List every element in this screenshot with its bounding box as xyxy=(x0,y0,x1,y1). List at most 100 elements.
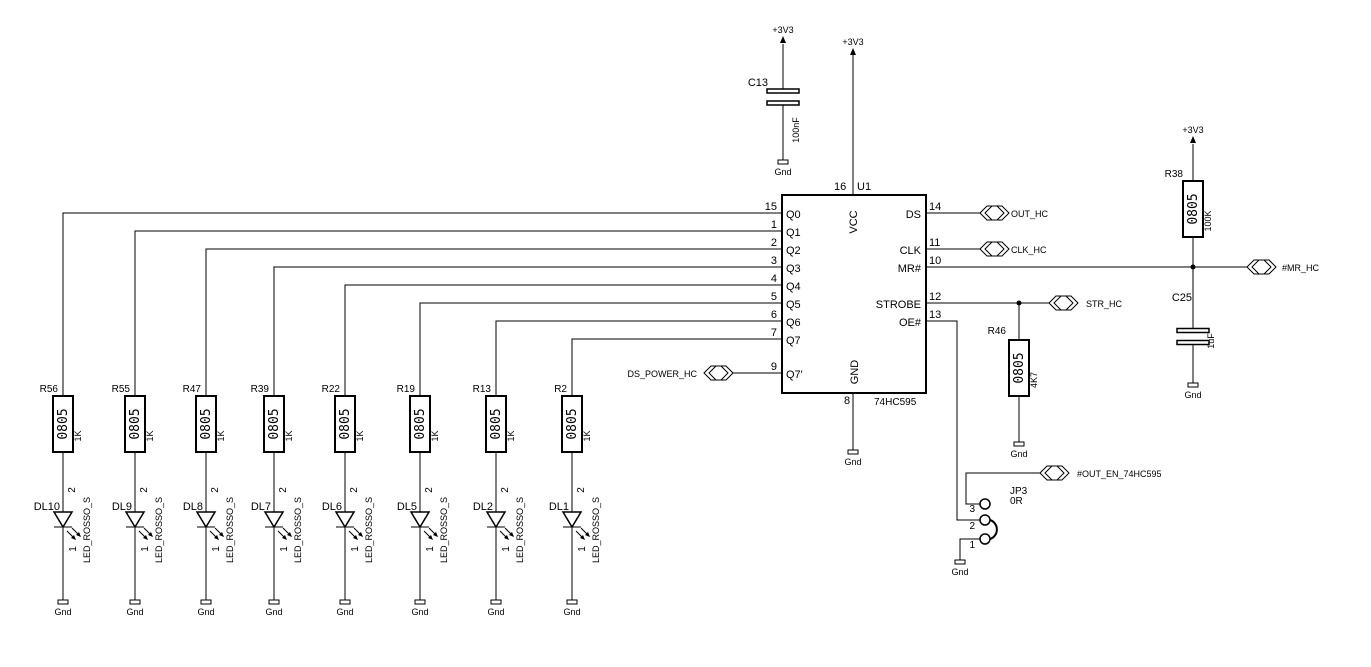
ic-pin-number: 10 xyxy=(929,255,941,267)
led-anode-pin: 2 xyxy=(278,487,289,493)
r38-ref: R38 xyxy=(1165,169,1184,180)
ic-ref: U1 xyxy=(857,181,871,193)
jumper-pin-number: 2 xyxy=(969,521,975,532)
resistor-value: 1K xyxy=(506,430,516,441)
channel-wire xyxy=(134,230,762,396)
led-part-name: LED_ROSSO_S xyxy=(82,497,92,563)
resistor-package: 0805 xyxy=(338,408,353,439)
ground-symbol xyxy=(414,599,426,605)
resistor-package: 0805 xyxy=(56,408,71,439)
led-arrowhead xyxy=(148,532,153,537)
supply-label: +3V3 xyxy=(772,25,793,35)
net-label-str-hc: STR_HC xyxy=(1086,299,1123,309)
ic-gnd-pin: 8 xyxy=(844,395,850,407)
jp3-ref: JP3 xyxy=(1010,486,1028,497)
led-anode-pin: 2 xyxy=(139,487,150,493)
channel-resistor-body xyxy=(485,395,507,453)
led-arrowhead xyxy=(433,532,438,537)
ic-pin-name: Q3 xyxy=(786,263,801,275)
channel-resistor-body xyxy=(409,395,431,453)
ground-label: Gnd xyxy=(54,607,71,617)
net-flag-ds-power xyxy=(703,365,721,381)
net-flag-ds-power xyxy=(708,365,717,381)
ground-symbol xyxy=(777,159,789,165)
led-arrowhead xyxy=(287,532,292,537)
ic-pin-number: 11 xyxy=(929,237,940,249)
channel-wire xyxy=(571,338,762,396)
led-arrowhead xyxy=(214,535,219,540)
net-label-out-hc: OUT_HC xyxy=(1011,209,1049,219)
ground-symbol xyxy=(1187,382,1199,388)
led-cathode-pin: 1 xyxy=(279,546,290,552)
led-anode-pin: 2 xyxy=(424,487,435,493)
led-arrowhead xyxy=(585,532,590,537)
channel-wire xyxy=(495,320,762,396)
ground-label: Gnd xyxy=(336,607,353,617)
channel-resistor-body xyxy=(263,395,285,453)
r46-ref: R46 xyxy=(988,326,1007,337)
net-flag-str-hc xyxy=(1065,295,1074,311)
channel-led-ref: DL2 xyxy=(473,501,493,513)
channel-resistor-body xyxy=(52,395,74,453)
ic-pin-name: DS xyxy=(906,209,921,221)
ic-u1-body xyxy=(781,194,927,394)
jumper-pin-number: 3 xyxy=(969,504,975,515)
channel-wire xyxy=(205,248,762,396)
ic-pin-name: Q7 xyxy=(786,335,801,347)
ground-symbol xyxy=(566,599,578,605)
ground-label: Gnd xyxy=(487,607,504,617)
channel-resistor-body xyxy=(561,395,583,453)
net-flag-ds-power xyxy=(719,365,734,381)
r46-body xyxy=(1008,339,1030,397)
ic-pin-name: Q1 xyxy=(786,227,801,239)
ic-pin-number: 6 xyxy=(771,309,777,321)
channel-led-ref: DL8 xyxy=(183,501,203,513)
resistor-value: 1K xyxy=(582,430,592,441)
jumper-pad xyxy=(979,533,991,545)
parts-layer xyxy=(52,36,1277,605)
led-part-name: LED_ROSSO_S xyxy=(154,497,164,563)
led-triangle xyxy=(334,511,356,529)
ic-pin-name: CLK xyxy=(900,245,922,257)
net-flag-mr-hc xyxy=(1246,259,1261,275)
ic-pin-number: 13 xyxy=(929,309,941,321)
c25-ref: C25 xyxy=(1172,292,1192,304)
led-cathode-pin: 1 xyxy=(425,546,436,552)
ground-symbol xyxy=(200,599,212,605)
oe-wire xyxy=(941,320,980,521)
channel-led-ref: DL9 xyxy=(112,501,132,513)
led-anode-pin: 2 xyxy=(576,487,587,493)
ground-label: Gnd xyxy=(126,607,143,617)
net-label-out-en: #OUT_EN_74HC595 xyxy=(1077,469,1162,479)
led-anode-pin: 2 xyxy=(349,487,360,493)
c13-value: 100nF xyxy=(791,117,801,143)
led-arrowhead xyxy=(353,535,358,540)
led-arrowhead xyxy=(71,535,76,540)
net-flag-str-hc xyxy=(1061,295,1079,311)
ground-symbol xyxy=(268,599,280,605)
net-label-ds-power: DS_POWER_HC xyxy=(627,369,697,379)
jumper-pad xyxy=(979,498,991,510)
ground-symbol xyxy=(339,599,351,605)
resistor-package: 0805 xyxy=(1012,352,1027,383)
cap-plate xyxy=(766,88,800,94)
junction-dot xyxy=(1016,300,1022,306)
channel-resistor-ref: R39 xyxy=(251,384,270,395)
resistor-value: 4K7 xyxy=(1029,372,1039,388)
led-triangle xyxy=(485,511,507,529)
ground-label: Gnd xyxy=(563,607,580,617)
resistor-package: 0805 xyxy=(489,408,504,439)
ground-label: Gnd xyxy=(411,607,428,617)
channel-resistor-ref: R13 xyxy=(473,384,492,395)
c25-value: 1uF xyxy=(1206,333,1216,349)
r38-body xyxy=(1182,180,1204,238)
led-part-name: LED_ROSSO_S xyxy=(591,497,601,563)
led-triangle xyxy=(561,511,583,529)
ic-pin-name: Q0 xyxy=(786,209,801,221)
ground-label: Gnd xyxy=(844,457,861,467)
resistor-value: 1K xyxy=(216,430,226,441)
led-part-name: LED_ROSSO_S xyxy=(515,497,525,563)
resistor-value: 100K xyxy=(1203,210,1213,231)
resistor-package: 0805 xyxy=(1186,193,1201,224)
